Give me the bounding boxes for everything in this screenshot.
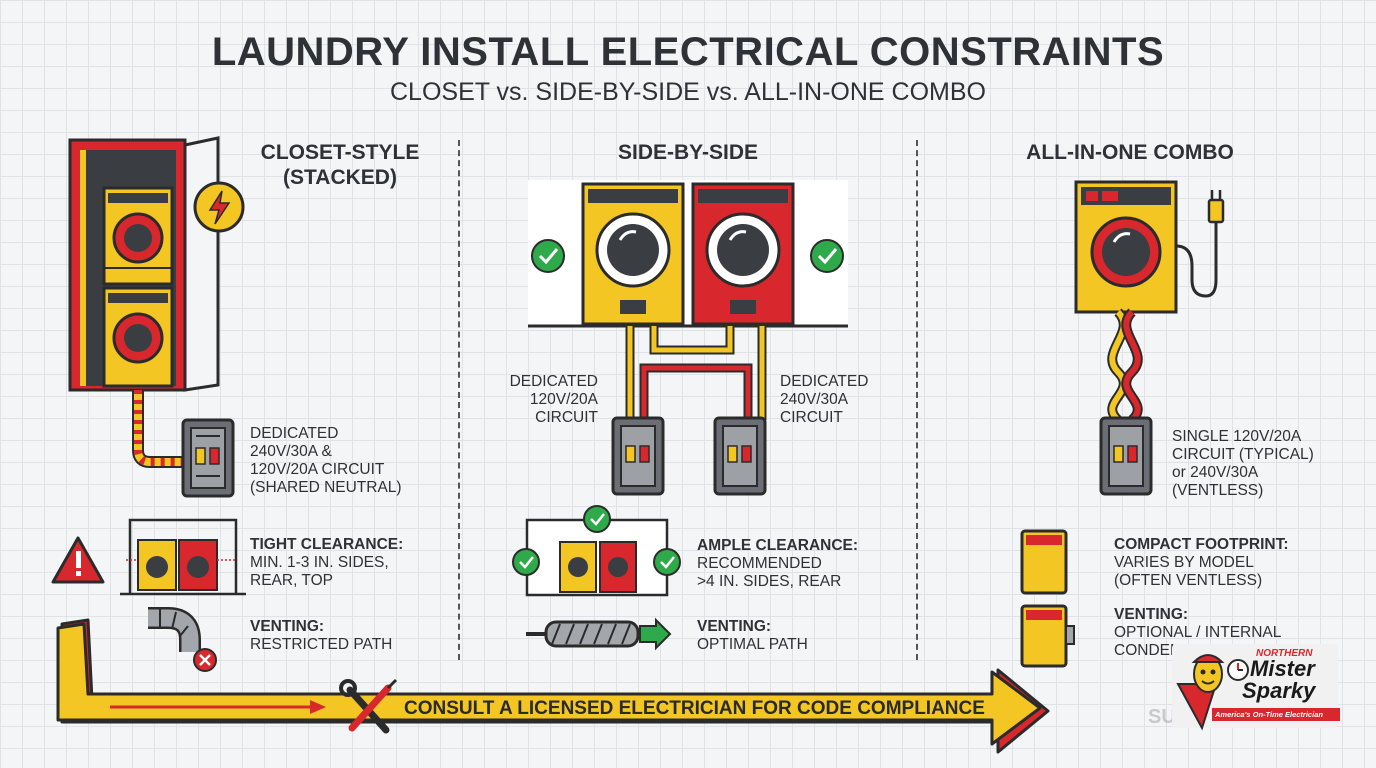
left-circuit-line: CIRCUIT <box>535 409 598 426</box>
logo-mascot-icon <box>1176 654 1249 731</box>
closet-heading-line1: CLOSET-STYLE <box>260 141 420 164</box>
closet-circuit-line: 120V/20A CIRCUIT <box>250 461 385 478</box>
closet-clearance-title: TIGHT CLEARANCE: <box>250 536 404 553</box>
side-by-side-dryer <box>691 182 795 326</box>
electrical-panel-icon <box>181 418 235 498</box>
combo-circuit-line: CIRCUIT (TYPICAL) <box>1172 446 1314 463</box>
logo-top-text: NORTHERN <box>1256 648 1313 659</box>
consult-banner-text: CONSULT A LICENSED ELECTRICIAN FOR CODE … <box>404 698 985 719</box>
optimal-vent-illustration <box>526 617 672 651</box>
closet-clearance-line: MIN. 1-3 IN. SIDES, <box>250 554 389 571</box>
check-icon <box>810 239 844 273</box>
check-icon <box>512 548 540 576</box>
blocked-icon <box>193 648 217 672</box>
combo-unit <box>1074 180 1178 314</box>
combo-circuit-line: or 240V/30A <box>1172 464 1259 481</box>
consult-banner-arrow <box>56 618 1050 754</box>
combo-circuit-label: SINGLE 120V/20A CIRCUIT (TYPICAL) or 240… <box>1172 428 1362 500</box>
stacked-washer <box>102 286 174 388</box>
check-icon <box>531 239 565 273</box>
restricted-vent-illustration <box>148 607 201 652</box>
tight-clearance-illustration <box>120 518 246 596</box>
electrical-panel-icon <box>1099 416 1153 496</box>
closet-venting-label: VENTING: RESTRICTED PATH <box>250 618 440 654</box>
page-title: LAUNDRY INSTALL ELECTRICAL CONSTRAINTS <box>211 30 1165 74</box>
combo-heading: ALL-IN-ONE COMBO <box>1026 141 1234 164</box>
side-by-side-alcove <box>528 180 848 326</box>
combo-venting-title: VENTING: <box>1114 606 1189 623</box>
combo-circuit-line: (VENTLESS) <box>1172 482 1264 499</box>
mister-sparky-logo: NORTHERN Mister Sparky America's On-Time… <box>1172 644 1340 731</box>
side-by-side-right-circuit-label: DEDICATED 240V/30A CIRCUIT <box>780 373 900 427</box>
wrench-screwdriver-icon <box>339 678 398 734</box>
side-by-side-wiring <box>625 326 767 420</box>
sbs-venting-title: VENTING: <box>697 618 772 635</box>
combo-twisted-wire <box>1107 308 1143 424</box>
logo-name-line1: Mister <box>1250 656 1315 681</box>
closet-circuit-label: DEDICATED 240V/30A & 120V/20A CIRCUIT (S… <box>250 425 440 497</box>
electrical-panel-icon <box>611 416 665 496</box>
left-circuit-line: DEDICATED <box>509 373 598 390</box>
lightning-icon <box>193 181 245 233</box>
closet-venting-text: RESTRICTED PATH <box>250 636 393 653</box>
closet-circuit-line: 240V/30A & <box>250 443 332 460</box>
closet-heading-line2: (STACKED) <box>283 166 397 189</box>
column-divider-right <box>916 140 918 660</box>
stacked-dryer <box>102 186 174 286</box>
combo-footprint-title: COMPACT FOOTPRINT: <box>1114 536 1289 553</box>
side-by-side-venting-label: VENTING: OPTIMAL PATH <box>697 618 897 654</box>
sbs-clearance-line: RECOMMENDED <box>697 555 822 572</box>
side-by-side-left-circuit-label: DEDICATED 120V/20A CIRCUIT <box>478 373 598 427</box>
closet-heading: CLOSET-STYLE (STACKED) <box>240 140 440 190</box>
check-icon <box>653 548 681 576</box>
warning-icon <box>51 536 105 584</box>
logo-tagline: America's On-Time Electrician <box>1212 708 1340 721</box>
combo-footprint-line: (OFTEN VENTLESS) <box>1114 572 1263 589</box>
column-divider-left <box>458 140 460 660</box>
side-by-side-clearance-label: AMPLE CLEARANCE: RECOMMENDED >4 IN. SIDE… <box>697 537 897 591</box>
right-circuit-line: DEDICATED <box>780 373 869 390</box>
internal-condenser-icon <box>1020 604 1075 668</box>
side-by-side-washer <box>581 182 685 326</box>
combo-venting-line: OPTIONAL / INTERNAL <box>1114 624 1282 641</box>
compact-footprint-icon <box>1020 529 1068 595</box>
plug-icon <box>1175 190 1225 298</box>
combo-footprint-line: VARIES BY MODEL <box>1114 554 1254 571</box>
electrical-panel-icon <box>713 416 767 496</box>
combo-circuit-line: SINGLE 120V/20A <box>1172 428 1302 445</box>
logo-name-line2: Sparky <box>1242 678 1316 703</box>
left-circuit-line: 120V/20A <box>529 391 598 408</box>
closet-circuit-line: (SHARED NEUTRAL) <box>250 479 402 496</box>
sbs-clearance-line: >4 IN. SIDES, REAR <box>697 573 842 590</box>
sbs-clearance-title: AMPLE CLEARANCE: <box>697 537 859 554</box>
right-circuit-line: 240V/30A <box>780 391 849 408</box>
check-icon <box>583 505 611 533</box>
side-by-side-heading: SIDE-BY-SIDE <box>617 141 759 164</box>
closet-clearance-line: REAR, TOP <box>250 572 333 589</box>
right-circuit-line: CIRCUIT <box>780 409 843 426</box>
closet-venting-title: VENTING: <box>250 618 325 635</box>
page-subtitle: CLOSET vs. SIDE-BY-SIDE vs. ALL-IN-ONE C… <box>390 78 986 106</box>
combo-footprint-label: COMPACT FOOTPRINT: VARIES BY MODEL (OFTE… <box>1114 536 1334 590</box>
closet-clearance-label: TIGHT CLEARANCE: MIN. 1-3 IN. SIDES, REA… <box>250 536 440 590</box>
closet-circuit-line: DEDICATED <box>250 425 339 442</box>
sbs-venting-text: OPTIMAL PATH <box>697 636 808 653</box>
